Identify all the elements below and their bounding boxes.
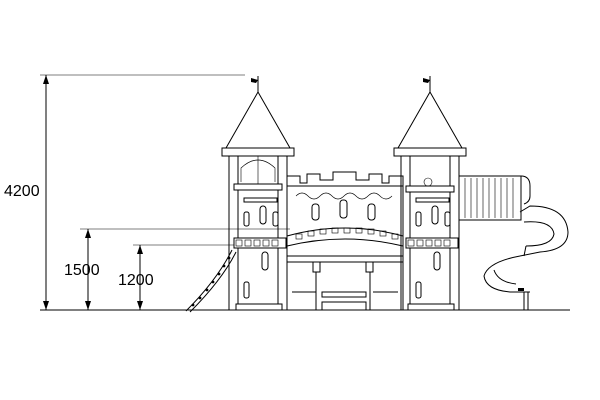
platform-height-label: 1500 bbox=[64, 262, 100, 279]
railing-panel bbox=[458, 175, 531, 221]
dimension-platform-height: 1500 bbox=[64, 228, 290, 310]
spiral-slide bbox=[483, 205, 569, 310]
overall-height-label: 4200 bbox=[4, 183, 40, 200]
deck-height-label: 1200 bbox=[118, 272, 154, 289]
right-tower bbox=[393, 76, 467, 311]
left-tower bbox=[221, 76, 295, 311]
dimension-deck-height: 1200 bbox=[118, 244, 290, 310]
dimension-overall-height: 4200 bbox=[4, 74, 245, 310]
central-castle-wall bbox=[286, 171, 404, 311]
